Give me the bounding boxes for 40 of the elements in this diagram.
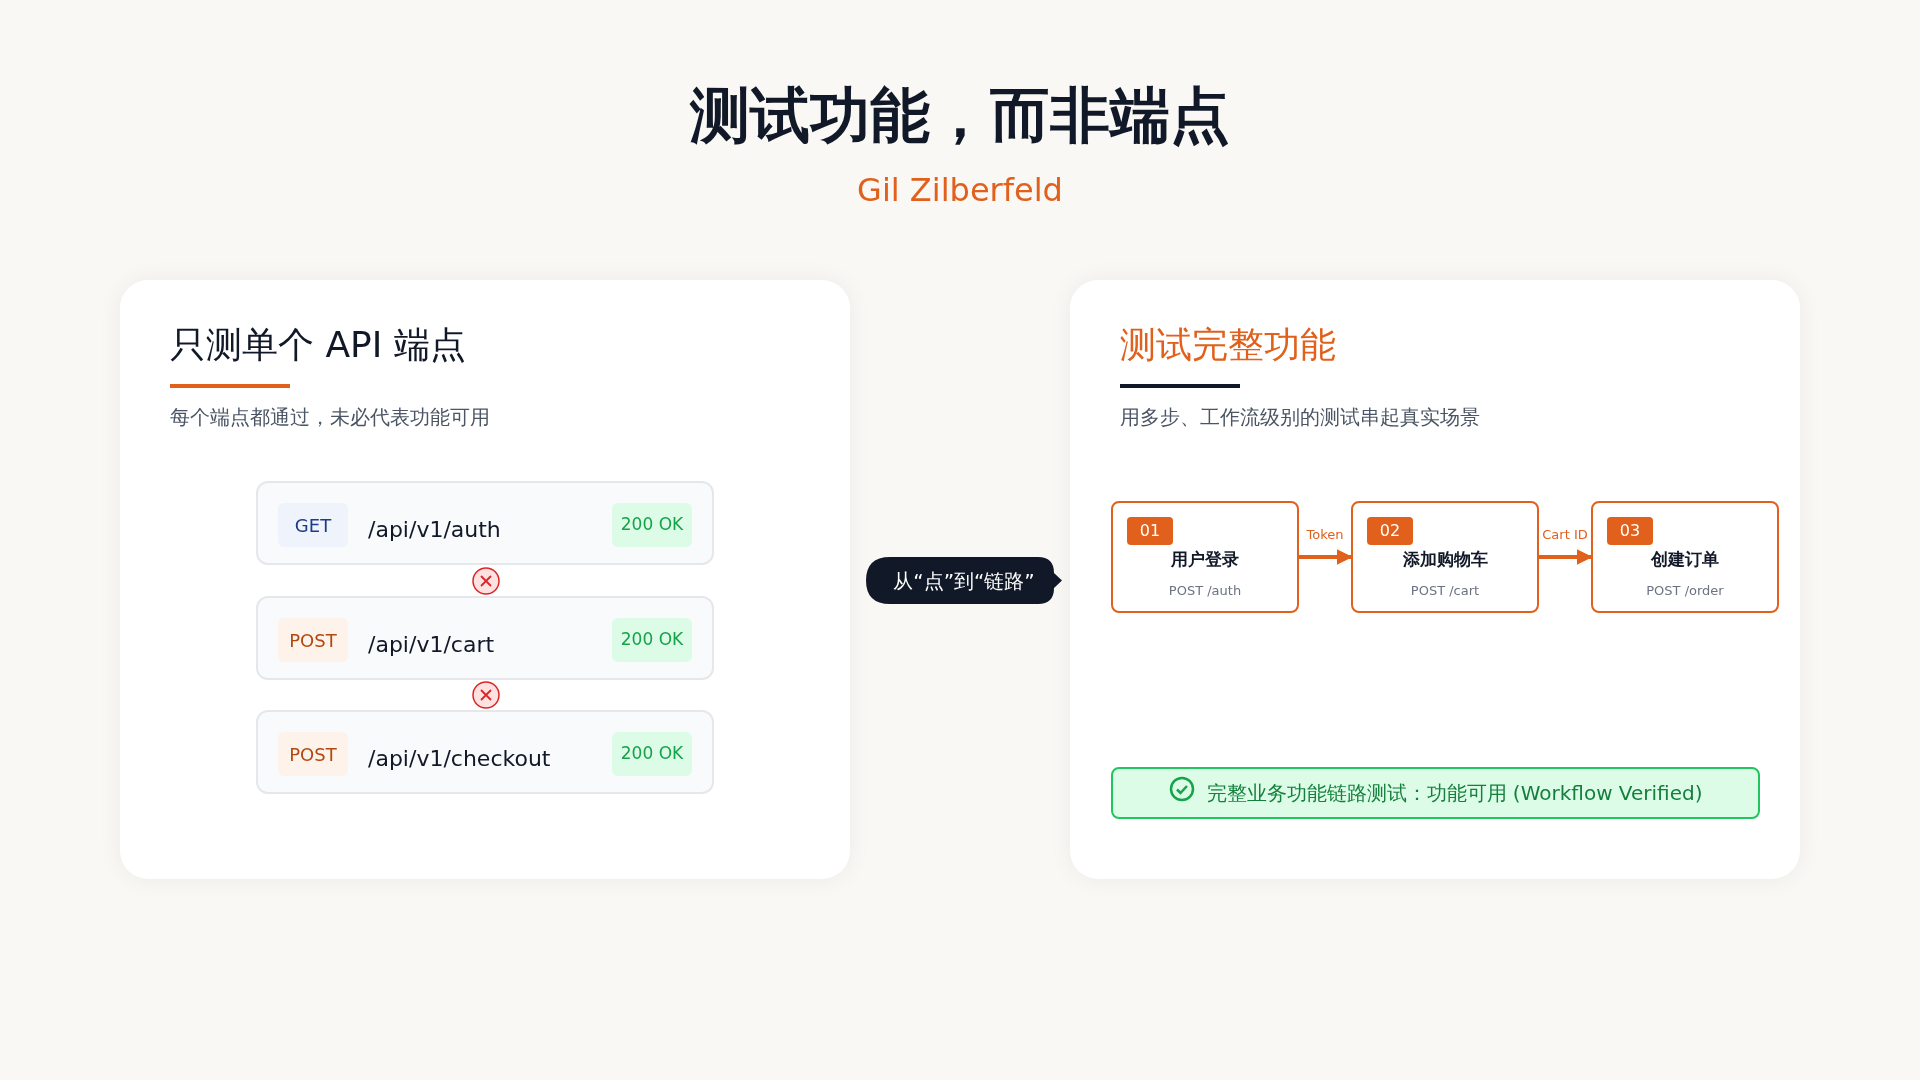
step-box [1351,501,1539,613]
step-number: 03 [1607,517,1653,545]
method-tag: POST [278,618,348,662]
step-endpoint: POST /cart [1409,582,1481,600]
status-tag: 200 OK [612,503,692,547]
banner-text: 完整业务功能链路测试：功能可用 (Workflow Verified) [1206,780,1703,807]
panel-card [1070,280,1800,879]
endpoint-path: /api/v1/cart [368,631,495,659]
callout-text: 从“点”到“链路” [893,567,1035,595]
callout-tag [866,557,1062,604]
endpoint-row [256,596,714,680]
card-heading: 测试完整功能 [1120,323,1336,367]
step-endpoint: POST /auth [1167,582,1243,600]
panel-card [120,280,850,879]
step-box [1591,501,1779,613]
step-title: 用户登录 [1170,548,1240,571]
page-title: 测试功能，而非端点 [688,79,1231,152]
endpoint-path: /api/v1/checkout [368,745,551,773]
method-tag: GET [278,503,348,547]
card-subtitle: 用多步、工作流级别的测试串起真实场景 [1120,404,1480,431]
method-tag: POST [278,732,348,776]
status-banner [1111,767,1760,819]
step-title: 添加购物车 [1401,548,1489,571]
step-number: 02 [1367,517,1413,545]
endpoint-path: /api/v1/auth [368,516,501,544]
card-heading: 只测单个 API 端点 [170,323,466,367]
endpoint-row [256,710,714,794]
endpoint-row [256,481,714,565]
arrow [1299,549,1353,565]
status-tag: 200 OK [612,618,692,662]
arrow [1539,549,1593,565]
edge-label: Token [1306,526,1344,544]
edge-label: Cart ID [1542,526,1588,544]
step-endpoint: POST /order [1645,582,1725,600]
step-box [1111,501,1299,613]
status-tag: 200 OK [612,732,692,776]
author-name: Gil Zilberfeld [856,170,1064,211]
step-number: 01 [1127,517,1173,545]
card-subtitle: 每个端点都通过，未必代表功能可用 [170,404,490,431]
step-title: 创建订单 [1650,548,1720,571]
